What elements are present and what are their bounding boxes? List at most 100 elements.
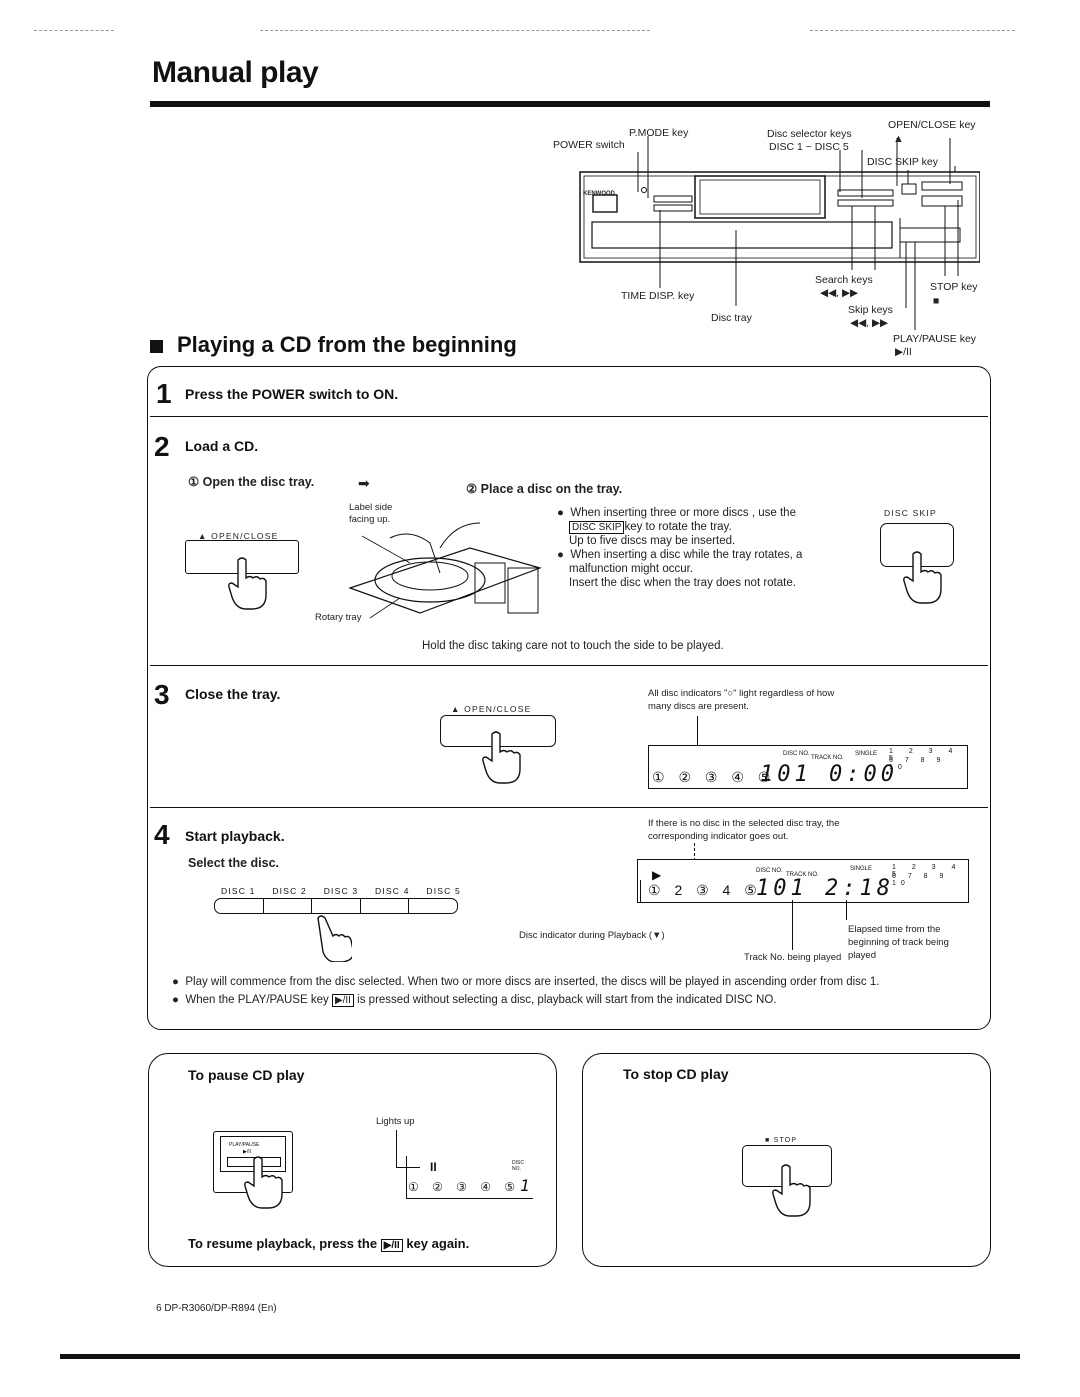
facing-up-text: facing up. (349, 514, 391, 525)
scan-dash (260, 30, 650, 31)
leader-line (792, 900, 793, 950)
lcd-single: SINGLE (855, 751, 878, 757)
select-disc-text: Select the disc. (188, 856, 280, 870)
disc-3-button[interactable] (312, 899, 361, 913)
lights-up-note: Lights up (376, 1116, 415, 1127)
step-2-bullet-1: ● When inserting three or more discs , u… (557, 507, 796, 519)
play-pause-key-inline: ▶/II (380, 1239, 403, 1252)
disc-1-label: DISC 1 (221, 886, 256, 896)
scan-dash (34, 30, 114, 31)
rotary-tray-text: Rotary tray (315, 612, 362, 623)
disc-5-button[interactable] (409, 899, 457, 913)
stop-box (582, 1053, 991, 1267)
lcd-grid-bottom: 6 7 8 9 10 (892, 873, 949, 887)
lcd-track-no: TRACK NO. (811, 755, 844, 761)
arrow-right-icon: ➡ (358, 475, 370, 491)
disc-skip-key-inline: DISC SKIP (569, 521, 625, 534)
label-side-text: Label side (349, 502, 393, 513)
pause-box (148, 1053, 557, 1267)
disc-2-button[interactable] (264, 899, 313, 913)
panel-lines (579, 136, 980, 330)
lcd-display-step3: DISC NO. TRACK NO. SINGLE 1 2 3 4 5 6 7 … (648, 745, 968, 789)
disc-skip-key-label: DISC SKIP key (867, 156, 938, 168)
step-2-bullet-2-line2: malfunction might occur. (569, 563, 694, 575)
disc-selector-keys (214, 898, 458, 914)
disc-4-button[interactable] (361, 899, 410, 913)
track-no-note: Track No. being played (744, 952, 842, 963)
disc-indicators: ① 2 ③ 4 ⑤ (648, 882, 762, 898)
disc-tray-label: Disc tray (711, 312, 752, 324)
divider (150, 807, 988, 808)
lcd-grid-bottom: 6 7 8 9 10 (889, 757, 946, 771)
scan-dash (810, 30, 1015, 31)
lcd-digits: 101 2:18 (756, 876, 894, 901)
disc-1-button[interactable] (215, 899, 264, 913)
pause-icon: II (430, 1160, 437, 1174)
step-4-note-line1: If there is no disc in the selected disc… (648, 818, 840, 829)
lcd-digits: 101 0:00 (760, 762, 898, 787)
open-tray-substep: ① Open the disc tray. (188, 475, 315, 489)
pmode-key-label: P.MODE key (629, 127, 689, 139)
disc-5-label: DISC 5 (426, 886, 461, 896)
disc-indicator-note: Disc indicator during Playback (▼) (519, 930, 665, 941)
lcd-grid-top: 1 2 3 4 5 (889, 748, 960, 762)
disc-selector-labels: DISC 1 DISC 2 DISC 3 DISC 4 DISC 5 (221, 886, 461, 896)
title-rule (150, 101, 990, 107)
lcd-grid-top: 1 2 3 4 5 (892, 864, 963, 878)
section-title: Playing a CD from the beginning (150, 332, 517, 358)
power-switch-label: POWER switch (553, 139, 625, 151)
steps-box (147, 366, 991, 1030)
step-1-text: Press the POWER switch to ON. (185, 386, 399, 402)
step-3-note-line1: All disc indicators "○" light regardless… (648, 688, 835, 699)
step-2-text: Load a CD. (185, 438, 259, 454)
playback-bullet-1: ● Play will commence from the disc selec… (172, 976, 880, 988)
open-close-key-caption: ▲ OPEN/CLOSE (451, 704, 532, 714)
pressing-hand-icon (244, 1156, 283, 1209)
open-close-key-label: OPEN/CLOSE key (888, 119, 976, 131)
pointing-hand-icon (317, 915, 352, 962)
play-pause-icon: ▶/II (895, 346, 912, 358)
step-2-bullet-1-line3: Up to five discs may be inserted. (569, 535, 736, 547)
divider (150, 665, 988, 666)
elapsed-note-line1: Elapsed time from the (848, 924, 941, 935)
lcd-digit: 1 (520, 1176, 530, 1195)
stop-key-label: STOP key (930, 281, 978, 293)
disc-2-label: DISC 2 (272, 886, 307, 896)
disc-selector-keys-label: Disc selector keys (767, 128, 852, 140)
stop-title: To stop CD play (623, 1066, 729, 1082)
eject-icon: ▲ (893, 133, 904, 145)
lcd-display-step4: DISC NO. TRACK NO. SINGLE 1 2 3 4 5 6 7 … (637, 859, 969, 903)
disc-selector-range: DISC 1 ~ DISC 5 (769, 141, 849, 153)
pressing-hand-icon (772, 1164, 811, 1217)
step-4-text: Start playback. (185, 828, 285, 844)
disc-indicators: ① ② ③ ④ ⑤ (652, 769, 776, 785)
skip-keys-label: Skip keys (848, 304, 893, 316)
open-close-key-caption: ▲ OPEN/CLOSE (198, 531, 279, 541)
disc-3-label: DISC 3 (323, 886, 359, 896)
play-pause-key-label: PLAY/PAUSE (229, 1142, 260, 1148)
skip-keys-icon: ◀◀, ▶▶ (850, 317, 889, 329)
step-4-note-line2: corresponding indicator goes out. (648, 831, 789, 842)
elapsed-note-line2: beginning of track being (848, 937, 949, 948)
disc-skip-caption: DISC SKIP (884, 508, 937, 518)
lcd-track-no: TRACK NO. (786, 872, 819, 878)
square-bullet-icon (150, 339, 163, 353)
divider (150, 416, 988, 417)
lcd-disc-no: DISC NO. (512, 1160, 524, 1172)
pressing-hand-icon (903, 551, 942, 604)
pause-lcd-display (406, 1156, 533, 1199)
leader-line (697, 716, 698, 768)
disc-4-label: DISC 4 (375, 886, 410, 896)
time-disp-key-label: TIME DISP. key (621, 290, 695, 302)
lcd-disc-no: DISC NO. (783, 751, 810, 757)
lcd-single: SINGLE (850, 866, 873, 872)
play-icon: ▶ (652, 868, 662, 882)
pressing-hand-icon (228, 557, 267, 610)
page-footer: 6 DP-R3060/DP-R894 (En) (156, 1303, 277, 1314)
step-2-bullet-2-line3: Insert the disc when the tray does not r… (569, 577, 796, 589)
disc-tray-illustration (348, 522, 542, 619)
brand-logo: KENWOOD (583, 191, 615, 197)
bottom-rule (60, 1354, 1020, 1359)
play-pause-symbol: ▶/II (243, 1149, 252, 1155)
